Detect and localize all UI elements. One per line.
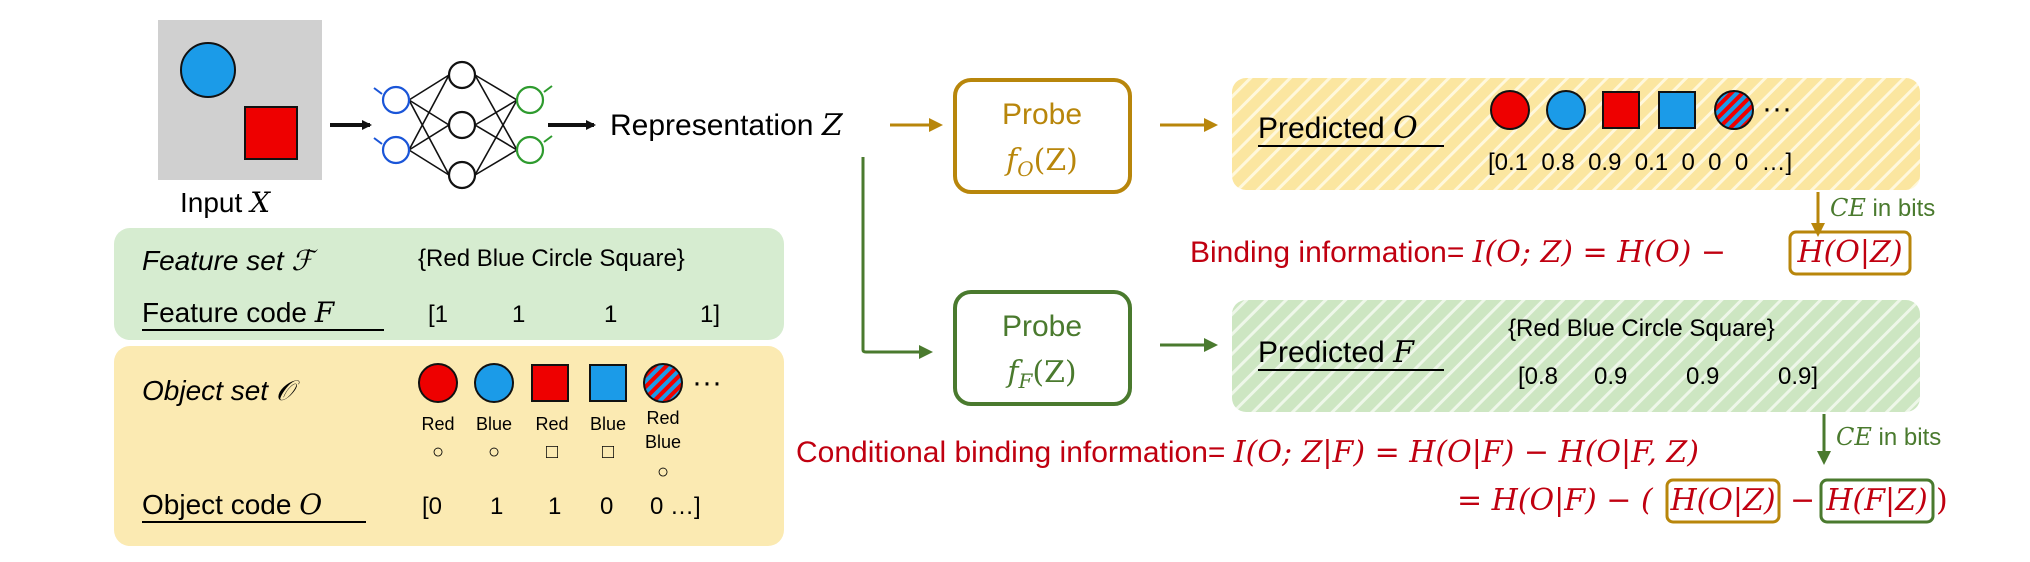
network-hidden-node xyxy=(447,160,477,190)
network-output-tick xyxy=(543,135,553,143)
network-input-node xyxy=(381,85,411,115)
predicted-f-label: Predicted F xyxy=(1258,335,1415,370)
conditional-boxed-f-term xyxy=(1819,478,1935,524)
network-hidden-node xyxy=(447,60,477,90)
object-caption: Red xyxy=(535,414,568,434)
predicted-f-value: [0.8 xyxy=(1518,363,1558,390)
pred-striped-circle xyxy=(1714,90,1754,130)
conditional-close-paren: ) xyxy=(1936,483,1948,518)
feature-code-value: [1 xyxy=(428,301,448,328)
object-blue-circle xyxy=(474,363,514,403)
network-connection xyxy=(408,149,450,176)
network-output-node xyxy=(515,85,545,115)
conditional-formula-line2: = H(O|F) − ( xyxy=(1457,483,1654,518)
network-input-tick xyxy=(373,137,383,145)
conditional-boxed-o-term xyxy=(1665,478,1781,524)
network-connection xyxy=(474,99,518,126)
conditional-boxed-h-o-given-z: H(O|Z) xyxy=(1669,483,1775,518)
probe-o-title: Probe xyxy=(1002,98,1082,131)
network-connection xyxy=(408,74,450,101)
object-code-value: [0 xyxy=(422,493,442,520)
network-hidden-node xyxy=(447,110,477,140)
input-label: Input X xyxy=(180,186,271,219)
conditional-boxed-h-f-given-z: H(F|Z) xyxy=(1825,483,1927,518)
pred-blue-square xyxy=(1658,91,1696,129)
network-output-node xyxy=(515,135,545,165)
network-connection xyxy=(474,149,518,176)
pred-red-square xyxy=(1602,91,1640,129)
object-striped-circle xyxy=(643,363,683,403)
object-caption: Blue xyxy=(590,414,626,434)
pred-o-ellipsis: ··· xyxy=(1762,92,1792,125)
binding-boxed-term xyxy=(1788,230,1912,276)
probe-f-box xyxy=(953,290,1132,406)
object-caption-line2: Blue xyxy=(645,432,681,452)
neural-network-icon xyxy=(373,60,553,190)
object-code-value: 1 xyxy=(548,493,561,520)
circle-shape-glyph: ○ xyxy=(657,461,669,483)
object-caption: Red xyxy=(421,414,454,434)
feature-set-items: {Red Blue Circle Square} xyxy=(418,245,685,272)
predicted-o-label: Predicted O xyxy=(1258,111,1418,146)
predicted-f-value: 0.9 xyxy=(1594,363,1627,390)
input-blue-circle xyxy=(180,42,236,98)
object-code-value: 0 …] xyxy=(650,493,701,520)
ce-bits-bottom: CE in bits xyxy=(1836,423,1941,451)
object-caption: Red xyxy=(646,408,679,428)
predicted-f-value: 0.9 xyxy=(1686,363,1719,390)
probe-o-box xyxy=(953,78,1132,194)
probe-o-function: fO(Z) xyxy=(1004,143,1078,181)
input-red-square xyxy=(244,106,298,160)
ce-bits-top: CE in bits xyxy=(1830,194,1935,222)
network-connection xyxy=(408,74,450,151)
arrow-z-to-probe-f xyxy=(861,157,933,359)
feature-code-value: 1] xyxy=(700,301,720,328)
probe-f-title: Probe xyxy=(1002,310,1082,343)
object-red-square xyxy=(531,364,569,402)
network-connection xyxy=(474,74,518,101)
predicted-o-values: [0.1 0.8 0.9 0.1 0 0 0 …] xyxy=(1488,149,1792,176)
object-code-label: Object code O xyxy=(142,488,322,521)
network-output-tick xyxy=(543,85,553,93)
square-shape-glyph: □ xyxy=(602,441,614,463)
binding-boxed-h-o-given-z: H(O|Z) xyxy=(1796,235,1902,270)
feature-panel xyxy=(114,228,784,340)
feature-code-value: 1 xyxy=(604,301,617,328)
circle-shape-glyph: ○ xyxy=(432,441,444,463)
object-code-value: 0 xyxy=(600,493,613,520)
network-connection xyxy=(408,124,450,151)
conditional-minus: − xyxy=(1790,483,1815,518)
object-set-ellipsis: ··· xyxy=(692,366,722,399)
pred-blue-circle xyxy=(1546,90,1586,130)
predicted-f-set: {Red Blue Circle Square} xyxy=(1508,315,1775,342)
probe-f-function: fF(Z) xyxy=(1005,355,1076,393)
object-code-value: 1 xyxy=(490,493,503,520)
network-input-tick xyxy=(373,87,383,95)
object-caption: Blue xyxy=(476,414,512,434)
conditional-binding-label: Conditional binding information= I(O; Z|… xyxy=(796,435,1699,470)
network-input-node xyxy=(381,135,411,165)
predicted-f-value: 0.9] xyxy=(1778,363,1818,390)
network-connection xyxy=(474,99,518,176)
feature-code-value: 1 xyxy=(512,301,525,328)
object-red-circle xyxy=(418,363,458,403)
square-shape-glyph: □ xyxy=(546,441,558,463)
object-blue-square xyxy=(589,364,627,402)
object-set-label: Object set 𝒪 xyxy=(142,374,300,407)
feature-set-label: Feature set ℱ xyxy=(142,244,318,277)
circle-shape-glyph: ○ xyxy=(488,441,500,463)
predicted-f-panel xyxy=(1232,300,1920,412)
pred-red-circle xyxy=(1490,90,1530,130)
feature-code-label: Feature code F xyxy=(142,296,336,329)
representation-label: Representation Z xyxy=(610,108,844,143)
binding-information-label: Binding information= I(O; Z) = H(O) − xyxy=(1190,235,1736,270)
